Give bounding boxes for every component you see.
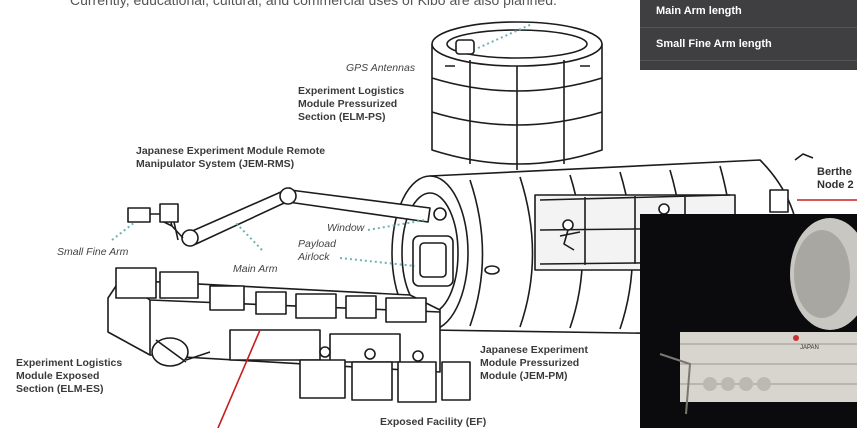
ef-label: Exposed Facility (EF) (380, 416, 487, 428)
panel-divider (640, 60, 857, 61)
small-fine-arm-label: Small Fine Arm (57, 246, 129, 258)
main-arm-length-label[interactable]: Main Arm length (656, 5, 742, 17)
main-arm-label: Main Arm (233, 263, 278, 275)
jem-rms-arm (127, 187, 431, 247)
arm-length-panel: Main Arm length Small Fine Arm length (640, 0, 857, 70)
payload-airlock (412, 207, 454, 287)
red-leader-lines (217, 199, 857, 428)
kibo-photo-art: JAPAN (640, 214, 857, 428)
module-marking: JAPAN (800, 345, 819, 351)
window-label: Window (327, 222, 365, 234)
panel-divider (640, 27, 857, 28)
intro-text: Currently, educational, cultural, and co… (70, 0, 557, 8)
elm-ps-module (431, 21, 603, 170)
gps-antennas-label: GPS Antennas (346, 62, 416, 74)
elm-es-and-ef (107, 267, 471, 403)
kibo-photo: JAPAN (640, 214, 857, 428)
small-fine-arm-length-label[interactable]: Small Fine Arm length (656, 38, 772, 50)
leader-lines (111, 23, 533, 267)
